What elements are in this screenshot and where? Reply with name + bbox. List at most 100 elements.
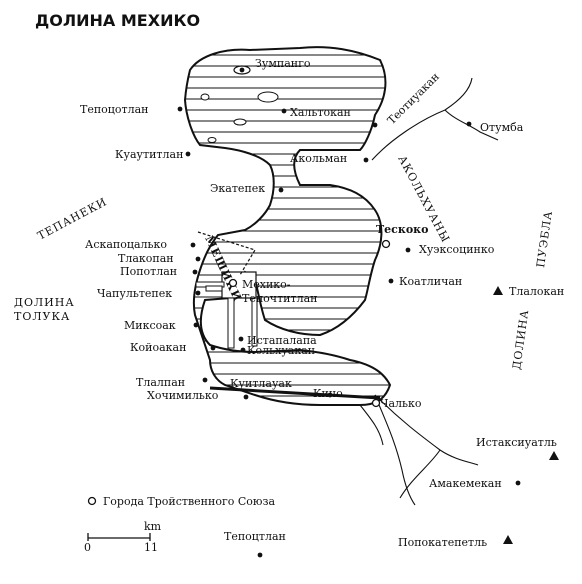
- azcapotzalco-dot-icon: [190, 242, 196, 248]
- rivers: [359, 77, 499, 506]
- place-coyoacan: Койоакан: [130, 341, 216, 354]
- culhuacan-dot-icon: [240, 347, 246, 353]
- place-xochimilco: Хочимилько: [147, 389, 249, 402]
- iztaccihuatl-label: Истаксиуатль: [476, 436, 557, 449]
- huexotzinco-label: Хуэксоцинко: [419, 243, 495, 256]
- xaltocan-dot-icon: [281, 108, 287, 114]
- tlaloc-volcano-icon: [493, 286, 503, 295]
- place-coatlichan: Коатличан: [388, 275, 462, 288]
- mizquic-dot-icon: [327, 392, 333, 398]
- place-chalco: Чалько: [371, 397, 422, 410]
- place-iztaccihuatl: Истаксиуатль: [476, 436, 559, 460]
- xaltocan-label: Хальтокан: [290, 106, 351, 119]
- lake-outline: [183, 46, 392, 406]
- tepotzotlan-label: Тепоцотлан: [80, 103, 148, 116]
- amecameca-dot-icon: [515, 480, 521, 486]
- azcapotzalco-label: Аскапоцалько: [85, 238, 167, 251]
- tepoztlan-label: Тепоцтлан: [224, 530, 286, 543]
- zumpango-label: Зумпанго: [255, 57, 311, 70]
- acolman-dot-icon: [363, 157, 369, 163]
- place-popotlan: Попотлан: [120, 265, 198, 278]
- scale-max: 11: [144, 541, 158, 554]
- cuauhtitlan-label: Куаутитлан: [115, 148, 183, 161]
- iztapalapa-dot-icon: [238, 336, 244, 342]
- place-huexotzinco: Хуэксоцинко: [405, 243, 495, 256]
- mexico-alliance-circle-icon: [228, 278, 238, 288]
- xochimilco-label: Хочимилько: [147, 389, 219, 402]
- tenochtitlan-island: [221, 271, 257, 299]
- popocatepetl-label: Попокатепетль: [398, 536, 487, 549]
- texcoco-alliance-circle-icon: [381, 239, 391, 249]
- place-tenochtitlan: Теночтитлан: [242, 292, 317, 305]
- coyoacan-dot-icon: [210, 345, 216, 351]
- map-title: ДОЛИНА МЕХИКО: [35, 11, 200, 30]
- place-tlacopan: Тлакопан: [118, 252, 201, 265]
- place-tepoztlan: Тепоцтлан: [224, 530, 286, 558]
- place-mizquic: Кичо: [313, 387, 343, 400]
- tlalpan-label: Тлалпан: [136, 376, 185, 389]
- coatlichan-label: Коатличан: [399, 275, 462, 288]
- tepoztlan-dot-icon: [257, 552, 263, 558]
- culhuacan-label: Кольхуакан: [247, 344, 315, 357]
- place-amecameca: Амакемекан: [429, 477, 521, 490]
- scale-zero: 0: [84, 541, 91, 554]
- region-toluka-2: ТОЛУКА: [14, 310, 70, 323]
- otumba-dot-icon: [466, 121, 472, 127]
- texcoco-label: Тескоко: [376, 223, 428, 236]
- region-puebla: ПУЭБЛА: [534, 210, 555, 269]
- scale-bar: km 0 11: [84, 520, 162, 554]
- legend-circle-icon: [87, 496, 97, 506]
- south-causeway-2: [251, 297, 258, 347]
- place-chapultepec: Чапультепек: [97, 287, 201, 300]
- place-cuitlahuac: Куитлауак: [230, 377, 292, 390]
- tepotzotlan-dot-icon: [177, 106, 183, 112]
- place-zumpango: Зумпанго: [239, 57, 311, 73]
- region-tepaneki: ТЕПАНЕКИ: [35, 195, 109, 243]
- place-culhuacan: Кольхуакан: [240, 344, 315, 357]
- island-2: [257, 91, 279, 103]
- place-mixcoac: Миксоак: [124, 319, 199, 332]
- coatlichan-dot-icon: [388, 278, 394, 284]
- iztapalapa-label: Истапалапа: [247, 334, 317, 347]
- place-tepotzotlan: Тепоцотлан: [80, 103, 183, 116]
- chalco-dike: [209, 386, 381, 400]
- place-xaltocan: Хальтокан: [281, 106, 351, 119]
- popotlan-dot-icon: [192, 269, 198, 275]
- region-dolina: ДОЛИНА: [510, 309, 531, 371]
- otumba-label: Отумба: [480, 121, 524, 134]
- zumpango-dot-icon: [239, 67, 245, 73]
- tlacopan-label: Тлакопан: [118, 252, 174, 265]
- cuitlahuac-label: Куитлауак: [230, 377, 292, 390]
- huexotzinco-dot-icon: [405, 247, 411, 253]
- mixcoac-label: Миксоак: [124, 319, 176, 332]
- south-causeway: [227, 297, 235, 349]
- cuauhtitlan-dot-icon: [185, 151, 191, 157]
- tlacopan-dot-icon: [195, 256, 201, 262]
- coyoacan-label: Койоакан: [130, 341, 186, 354]
- acolman-label: Акольман: [290, 152, 347, 165]
- legend-label: Города Тройственного Союза: [103, 495, 275, 508]
- chapultepec-label: Чапультепек: [97, 287, 172, 300]
- region-toluka-1: ДОЛИНА: [14, 296, 75, 309]
- xochimilco-dot-icon: [243, 394, 249, 400]
- ecatepec-label: Экатепек: [210, 182, 265, 195]
- scale-unit: km: [144, 520, 162, 533]
- amecameca-label: Амакемекан: [429, 477, 502, 490]
- place-ecatepec: Экатепек: [210, 182, 284, 195]
- chapultepec-dot-icon: [195, 290, 201, 296]
- teotihuacan-dot-icon: [372, 122, 378, 128]
- chalco-label: Чалько: [380, 397, 422, 410]
- mizquic-label: Кичо: [313, 387, 343, 400]
- tenochtitlan-label: Теночтитлан: [242, 292, 317, 305]
- ecatepec-dot-icon: [278, 187, 284, 193]
- mexico-label: Мехико-: [242, 278, 291, 291]
- island-3: [233, 118, 247, 126]
- place-texcoco: Тескоко: [376, 223, 428, 249]
- place-popocatepetl: Попокатепетль: [398, 535, 513, 549]
- island-4: [207, 137, 217, 143]
- iztaccihuatl-volcano-icon: [549, 451, 559, 460]
- place-cuauhtitlan: Куаутитлан: [115, 148, 191, 161]
- mixcoac-dot-icon: [193, 322, 199, 328]
